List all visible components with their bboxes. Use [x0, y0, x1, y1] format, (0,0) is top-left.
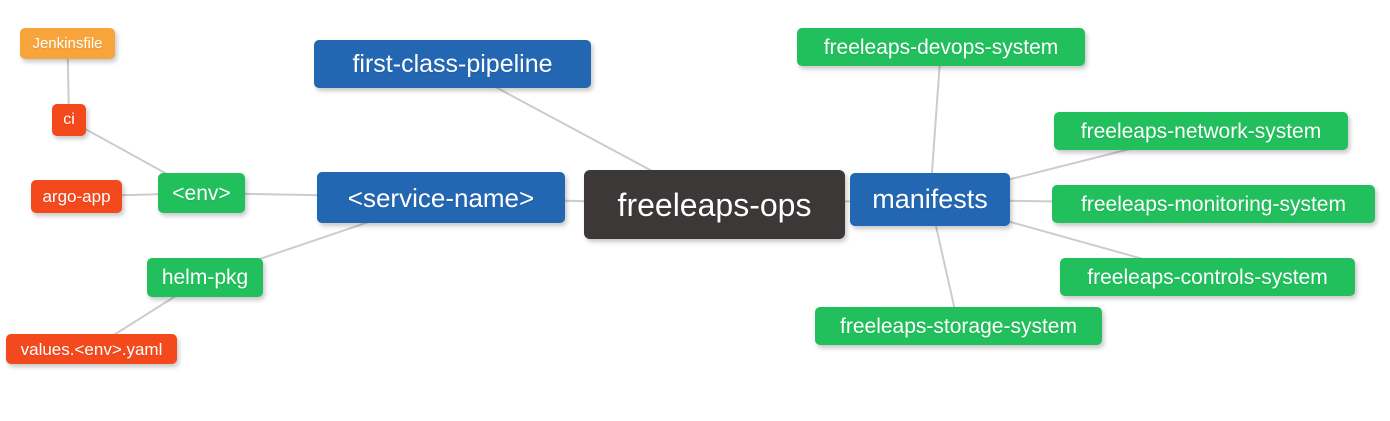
- mindmap-node-monitoring-system[interactable]: freeleaps-monitoring-system: [1052, 185, 1375, 223]
- mindmap-node-argo-app[interactable]: argo-app: [31, 180, 122, 213]
- mindmap-node-env[interactable]: <env>: [158, 173, 245, 213]
- mindmap-node-storage-system[interactable]: freeleaps-storage-system: [815, 307, 1102, 345]
- mindmap-node-first-class-pipeline[interactable]: first-class-pipeline: [314, 40, 591, 88]
- mindmap-node-network-system[interactable]: freeleaps-network-system: [1054, 112, 1348, 150]
- mindmap-node-freeleaps-ops[interactable]: freeleaps-ops: [584, 170, 845, 239]
- mindmap-node-ci[interactable]: ci: [52, 104, 86, 136]
- mindmap-node-service-name[interactable]: <service-name>: [317, 172, 565, 223]
- mindmap-node-devops-system[interactable]: freeleaps-devops-system: [797, 28, 1085, 66]
- mindmap-node-helm-pkg[interactable]: helm-pkg: [147, 258, 263, 297]
- mindmap-node-jenkinsfile[interactable]: Jenkinsfile: [20, 28, 115, 59]
- mindmap-node-controls-system[interactable]: freeleaps-controls-system: [1060, 258, 1355, 296]
- mindmap-node-values-env-yaml[interactable]: values.<env>.yaml: [6, 334, 177, 364]
- mindmap-node-manifests[interactable]: manifests: [850, 173, 1010, 226]
